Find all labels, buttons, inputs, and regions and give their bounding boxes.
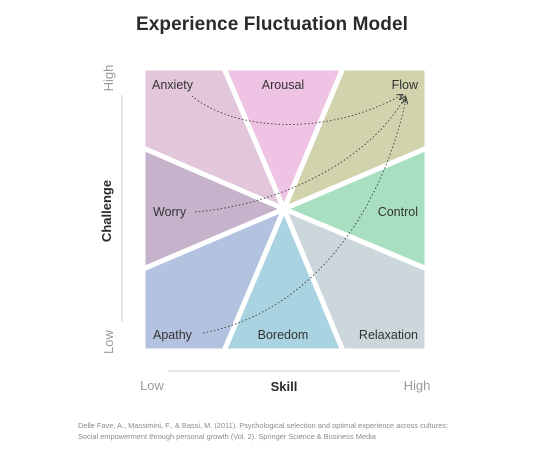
citation-line-1: Delle Fave, A., Massimini, F., & Bassi, … bbox=[78, 421, 448, 430]
region-label-arousal: Arousal bbox=[262, 78, 304, 92]
citation: Delle Fave, A., Massimini, F., & Bassi, … bbox=[78, 420, 518, 442]
diagram-title: Experience Fluctuation Model bbox=[135, 14, 408, 35]
y-axis-title: Challenge bbox=[99, 180, 114, 242]
x-axis-low-label: Low bbox=[140, 378, 164, 393]
region-label-flow: Flow bbox=[392, 78, 419, 92]
region-label-apathy: Apathy bbox=[153, 328, 193, 342]
region-label-boredom: Boredom bbox=[258, 328, 309, 342]
y-axis-low-label: Low bbox=[101, 329, 116, 353]
x-axis-title: Skill bbox=[271, 379, 298, 394]
arrow-worry-to-flow bbox=[194, 97, 405, 213]
x-axis-high-label: High bbox=[404, 378, 431, 393]
region-worry bbox=[140, 144, 291, 273]
arrow-apathy-to-flow bbox=[202, 99, 406, 334]
region-label-relaxation: Relaxation bbox=[359, 328, 418, 342]
region-label-control: Control bbox=[378, 205, 418, 219]
region-label-worry: Worry bbox=[153, 205, 187, 219]
citation-line-2: Social empowerment through personal grow… bbox=[78, 432, 376, 441]
y-axis-high-label: High bbox=[101, 65, 116, 92]
arrow-anxiety-to-flow bbox=[191, 95, 402, 125]
region-label-anxiety: Anxiety bbox=[152, 78, 194, 92]
